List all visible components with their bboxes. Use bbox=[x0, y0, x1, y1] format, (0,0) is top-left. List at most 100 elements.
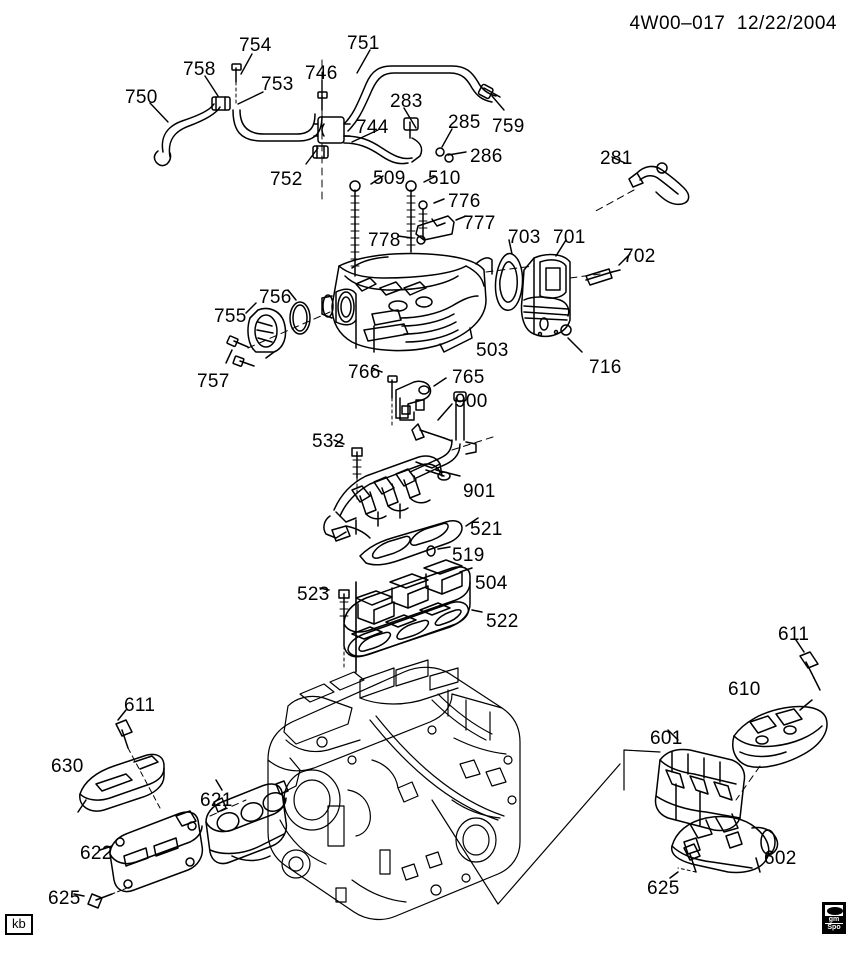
callout-523[interactable]: 523 bbox=[297, 584, 330, 605]
callout-766[interactable]: 766 bbox=[348, 362, 381, 383]
callout-503[interactable]: 503 bbox=[476, 340, 509, 361]
callout-765[interactable]: 765 bbox=[452, 367, 485, 388]
callout-602[interactable]: 602 bbox=[764, 848, 797, 869]
callout-703[interactable]: 703 bbox=[508, 227, 541, 248]
part-601-exhaust-manifold bbox=[654, 729, 746, 832]
axis-dash-left-head bbox=[209, 799, 247, 817]
callout-630[interactable]: 630 bbox=[51, 756, 84, 777]
part-621-cylinder-head-left bbox=[205, 779, 289, 865]
part-754-screw bbox=[231, 63, 242, 105]
part-901-tube bbox=[409, 391, 497, 480]
callout-759[interactable]: 759 bbox=[492, 116, 525, 137]
part-611-bolt-right bbox=[795, 639, 821, 691]
callout-610[interactable]: 610 bbox=[728, 679, 761, 700]
callout-756[interactable]: 756 bbox=[259, 287, 292, 308]
leader-lines-hoses bbox=[149, 49, 505, 165]
part-716-nut bbox=[560, 324, 583, 353]
part-509-bolt bbox=[349, 175, 384, 277]
callout-622[interactable]: 622 bbox=[80, 843, 113, 864]
logo-text-bottom: Spo bbox=[825, 924, 843, 931]
part-630-heat-shield-left bbox=[77, 753, 165, 813]
callout-752[interactable]: 752 bbox=[270, 169, 303, 190]
part-778-nut bbox=[397, 235, 426, 245]
part-523-bolt bbox=[319, 587, 350, 669]
part-281-pcv bbox=[591, 156, 690, 214]
part-702-bolt bbox=[585, 253, 631, 286]
callout-753[interactable]: 753 bbox=[261, 74, 294, 95]
callout-621[interactable]: 621 bbox=[200, 790, 233, 811]
engine-block bbox=[267, 659, 521, 921]
part-522-gasket bbox=[347, 601, 483, 657]
part-519-dowel bbox=[426, 545, 451, 557]
part-752-clamp bbox=[312, 145, 329, 159]
part-503-intake-manifold bbox=[321, 252, 493, 353]
part-900-bolt bbox=[411, 403, 453, 442]
callout-751[interactable]: 751 bbox=[347, 33, 380, 54]
part-759-fitting bbox=[477, 83, 501, 100]
part-285-286-clips bbox=[435, 147, 454, 163]
axis-dash-throttle bbox=[485, 265, 601, 279]
leader-engine bbox=[431, 763, 621, 905]
logo-oval bbox=[827, 907, 843, 915]
gm-spo-logo: gm Spo bbox=[822, 902, 846, 934]
drawing-header: 4W00–017 12/22/2004 bbox=[629, 13, 837, 35]
part-744-connector bbox=[313, 116, 351, 144]
callout-286[interactable]: 286 bbox=[470, 146, 503, 167]
callout-702[interactable]: 702 bbox=[623, 246, 656, 267]
callout-776[interactable]: 776 bbox=[448, 191, 481, 212]
callout-522[interactable]: 522 bbox=[486, 611, 519, 632]
callout-625-left[interactable]: 625 bbox=[48, 888, 81, 909]
callout-901[interactable]: 901 bbox=[463, 481, 496, 502]
callout-744[interactable]: 744 bbox=[356, 117, 389, 138]
callout-778[interactable]: 778 bbox=[368, 230, 401, 251]
part-fuel-rail-assembly bbox=[323, 455, 451, 542]
callout-754[interactable]: 754 bbox=[239, 35, 272, 56]
callout-611-left[interactable]: 611 bbox=[124, 695, 156, 716]
artist-stamp: kb bbox=[5, 914, 33, 936]
drawing-date: 12/22/2004 bbox=[736, 13, 837, 34]
part-611-bolt-left bbox=[115, 709, 161, 809]
part-283-hose bbox=[343, 117, 423, 165]
part-765-bracket bbox=[395, 377, 447, 421]
callout-701[interactable]: 701 bbox=[553, 227, 586, 248]
callout-755[interactable]: 755 bbox=[214, 306, 247, 327]
leader-601 bbox=[623, 749, 661, 791]
part-777-bracket bbox=[415, 215, 467, 241]
callout-519[interactable]: 519 bbox=[452, 545, 485, 566]
callout-900[interactable]: 900 bbox=[455, 391, 488, 412]
callout-777[interactable]: 777 bbox=[463, 213, 496, 234]
part-610-heat-shield bbox=[732, 699, 828, 801]
part-756-seal bbox=[287, 289, 311, 335]
callout-281[interactable]: 281 bbox=[600, 148, 633, 169]
part-510-bolt bbox=[405, 176, 435, 253]
callout-285[interactable]: 285 bbox=[448, 112, 481, 133]
part-753-hose bbox=[232, 109, 323, 142]
part-703-gasket bbox=[494, 239, 524, 311]
callout-758[interactable]: 758 bbox=[183, 59, 216, 80]
callout-611-right[interactable]: 611 bbox=[778, 624, 810, 645]
part-766-bolt bbox=[371, 367, 398, 427]
part-750-hose bbox=[153, 103, 221, 167]
callout-504[interactable]: 504 bbox=[475, 573, 508, 594]
callout-532[interactable]: 532 bbox=[312, 431, 345, 452]
callout-521[interactable]: 521 bbox=[470, 519, 503, 540]
callout-716[interactable]: 716 bbox=[589, 357, 622, 378]
callout-283[interactable]: 283 bbox=[390, 91, 423, 112]
part-757-bolts bbox=[225, 335, 255, 367]
drawing-number: 4W00–017 bbox=[629, 13, 726, 34]
part-755-adapter bbox=[245, 302, 287, 359]
callout-746[interactable]: 746 bbox=[305, 63, 338, 84]
callout-750[interactable]: 750 bbox=[125, 87, 158, 108]
callout-625-right[interactable]: 625 bbox=[647, 878, 680, 899]
part-625-bolt-left bbox=[73, 885, 133, 909]
callout-509[interactable]: 509 bbox=[373, 168, 406, 189]
callout-510[interactable]: 510 bbox=[428, 168, 461, 189]
part-521-gasket bbox=[359, 517, 479, 566]
part-622-gasket-left bbox=[99, 810, 204, 893]
part-701-throttle-body bbox=[520, 239, 571, 338]
callout-601[interactable]: 601 bbox=[650, 728, 683, 749]
callout-757[interactable]: 757 bbox=[197, 371, 230, 392]
part-758-clamp bbox=[211, 96, 231, 111]
